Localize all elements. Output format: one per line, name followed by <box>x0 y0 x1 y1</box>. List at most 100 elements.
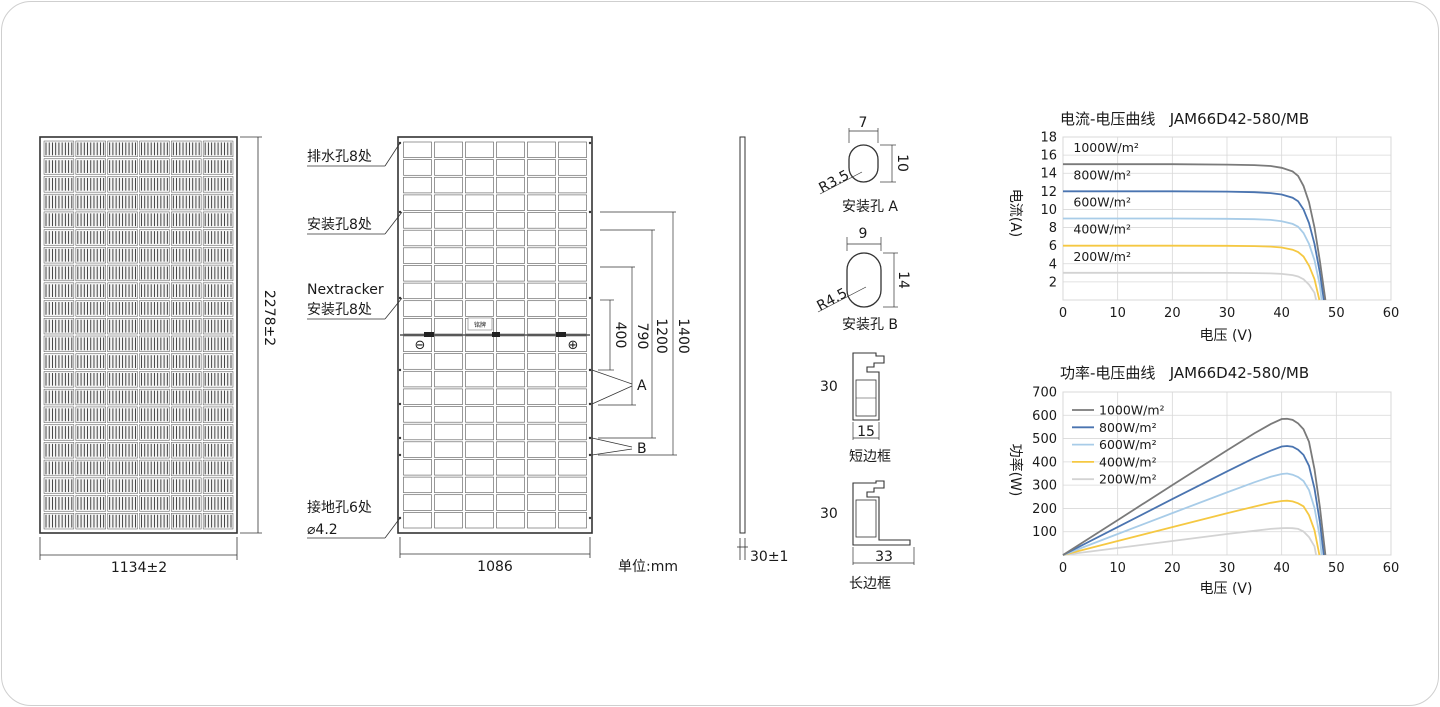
iv-series-label-3: 400W/m² <box>1073 222 1131 237</box>
ground-hole-diameter: ⌀4.2 <box>307 522 338 538</box>
iv-x-tick-0: 0 <box>1059 306 1067 321</box>
front-view: 2278±2 1134±2 <box>39 136 277 576</box>
iv-y-tick-3: 8 <box>1049 221 1057 236</box>
hole-b-height: 14 <box>895 271 911 289</box>
front-panel-outline <box>39 136 238 534</box>
front-width-label: 1134±2 <box>111 560 167 576</box>
iv-x-tick-1: 10 <box>1109 306 1126 321</box>
iv-y-tick-6: 14 <box>1040 167 1057 182</box>
iv-x-tick-3: 30 <box>1219 306 1236 321</box>
hole-b-caption: 安装孔 B <box>842 317 898 333</box>
mount-holes-label: 安装孔8处 <box>307 217 372 233</box>
ground-holes-label: 接地孔6处 <box>307 499 372 516</box>
iv-series-line-1 <box>1063 190 1325 301</box>
pv-x-tick-3: 30 <box>1219 561 1236 576</box>
short-frame-caption: 短边框 <box>849 449 891 465</box>
hole-a-radius: R3.5 <box>816 167 852 196</box>
hole-b-marker: B <box>637 441 647 457</box>
pv-x-tick-1: 10 <box>1109 561 1126 576</box>
iv-y-tick-8: 18 <box>1040 131 1057 146</box>
hole-b-detail: 9 14 R4.5 安装孔 B <box>814 226 911 333</box>
iv-series-labels: 1000W/m² 800W/m² 600W/m² 400W/m² 200W/m² <box>1073 140 1139 264</box>
pv-x-axis-label: 电压 (V) <box>1200 581 1253 597</box>
pv-x-tick-4: 40 <box>1273 561 1290 576</box>
iv-y-tick-7: 16 <box>1040 149 1057 164</box>
iv-x-tick-4: 40 <box>1273 306 1290 321</box>
iv-series-label-4: 200W/m² <box>1073 249 1131 264</box>
drain-holes-label: 排水孔8处 <box>307 149 372 165</box>
nameplate <box>467 317 493 331</box>
iv-y-axis-label: 电流(A) <box>1007 189 1023 238</box>
hole-a-detail: 7 10 R3.5 安装孔 A <box>816 115 910 215</box>
pv-series <box>1062 417 1327 556</box>
hole-b-radius: R4.5 <box>814 285 850 314</box>
iv-series <box>1063 163 1327 301</box>
pv-series-line-2 <box>1062 472 1323 556</box>
front-cell-grid <box>43 140 234 530</box>
long-frame-height: 30 <box>820 506 838 522</box>
iv-y-tick-0: 2 <box>1049 275 1057 290</box>
iv-y-tick-5: 12 <box>1040 185 1057 200</box>
pv-x-tick-2: 20 <box>1164 561 1181 576</box>
dim-790: 790 <box>634 323 650 350</box>
pv-series-line-4 <box>1062 527 1317 556</box>
hole-a-width: 7 <box>859 115 868 131</box>
hole-a-caption: 安装孔 A <box>842 199 898 215</box>
back-cell-grid <box>398 141 592 529</box>
iv-y-tick-4: 10 <box>1040 203 1057 218</box>
pv-y-tick-0: 100 <box>1032 525 1057 540</box>
iv-y-tick-1: 4 <box>1049 257 1057 272</box>
iv-x-tick-6: 60 <box>1383 306 1400 321</box>
back-view: 铭牌 ⊖ ⊕ 排水孔8处 安装孔8处 Nextracker 安装孔8处 接地孔6… <box>307 136 691 575</box>
plus-terminal-icon: ⊕ <box>568 338 579 353</box>
dim-1200: 1200 <box>653 318 669 354</box>
iv-series-label-1: 800W/m² <box>1073 167 1131 182</box>
iv-y-tick-2: 6 <box>1049 239 1057 254</box>
pv-y-tick-3: 400 <box>1032 455 1057 470</box>
pv-x-tick-5: 50 <box>1328 561 1345 576</box>
iv-series-line-3 <box>1063 244 1321 301</box>
hole-a-height: 10 <box>894 154 910 172</box>
iv-series-label-0: 1000W/m² <box>1073 140 1139 155</box>
pv-legend-label-1: 800W/m² <box>1099 420 1157 435</box>
pv-y-tick-5: 600 <box>1032 409 1057 424</box>
dim-1400: 1400 <box>675 318 691 354</box>
iv-chart-title: 电流-电压曲线 JAM66D42-580/MB <box>1060 110 1309 128</box>
iv-series-label-2: 600W/m² <box>1073 195 1131 210</box>
hole-a-marker: A <box>637 378 647 394</box>
nextracker-label-line2: 安装孔8处 <box>307 302 372 318</box>
front-height-label: 2278±2 <box>261 290 277 346</box>
nextracker-label-line1: Nextracker <box>307 282 384 298</box>
unit-label: 单位:mm <box>618 559 678 575</box>
pv-y-axis-label: 功率(W) <box>1007 444 1024 497</box>
iv-x-axis-label: 电压 (V) <box>1200 328 1253 344</box>
short-frame-height: 30 <box>820 379 838 395</box>
short-frame-detail: 30 15 短边框 <box>820 352 891 465</box>
pv-legend-label-0: 1000W/m² <box>1099 403 1165 418</box>
pv-legend-label-2: 600W/m² <box>1099 437 1157 452</box>
short-frame-width: 15 <box>857 424 875 440</box>
pv-series-line-1 <box>1062 445 1325 556</box>
iv-x-tick-2: 20 <box>1164 306 1181 321</box>
iv-x-tick-5: 50 <box>1328 306 1345 321</box>
pv-x-tick-6: 60 <box>1383 561 1400 576</box>
pv-y-tick-6: 700 <box>1032 386 1057 401</box>
side-thickness-label: 30±1 <box>750 549 788 565</box>
pv-series-line-0 <box>1062 417 1327 556</box>
iv-chart: 电流-电压曲线 JAM66D42-580/MB 0 10 20 30 40 50 60 2 4 6… <box>1007 110 1399 344</box>
iv-series-line-4 <box>1063 271 1317 301</box>
minus-terminal-icon: ⊖ <box>415 338 426 353</box>
iv-ticks: 0 10 20 30 40 50 60 2 4 6 8 10 12 14 16 18 <box>1040 131 1399 322</box>
nameplate-label: 铭牌 <box>474 321 486 329</box>
pv-y-tick-1: 200 <box>1032 502 1057 517</box>
pv-y-tick-2: 300 <box>1032 479 1057 494</box>
back-width-label: 1086 <box>477 559 513 575</box>
long-frame-caption: 长边框 <box>849 576 891 592</box>
pv-x-tick-0: 0 <box>1059 561 1067 576</box>
side-view: 30±1 <box>737 136 788 565</box>
